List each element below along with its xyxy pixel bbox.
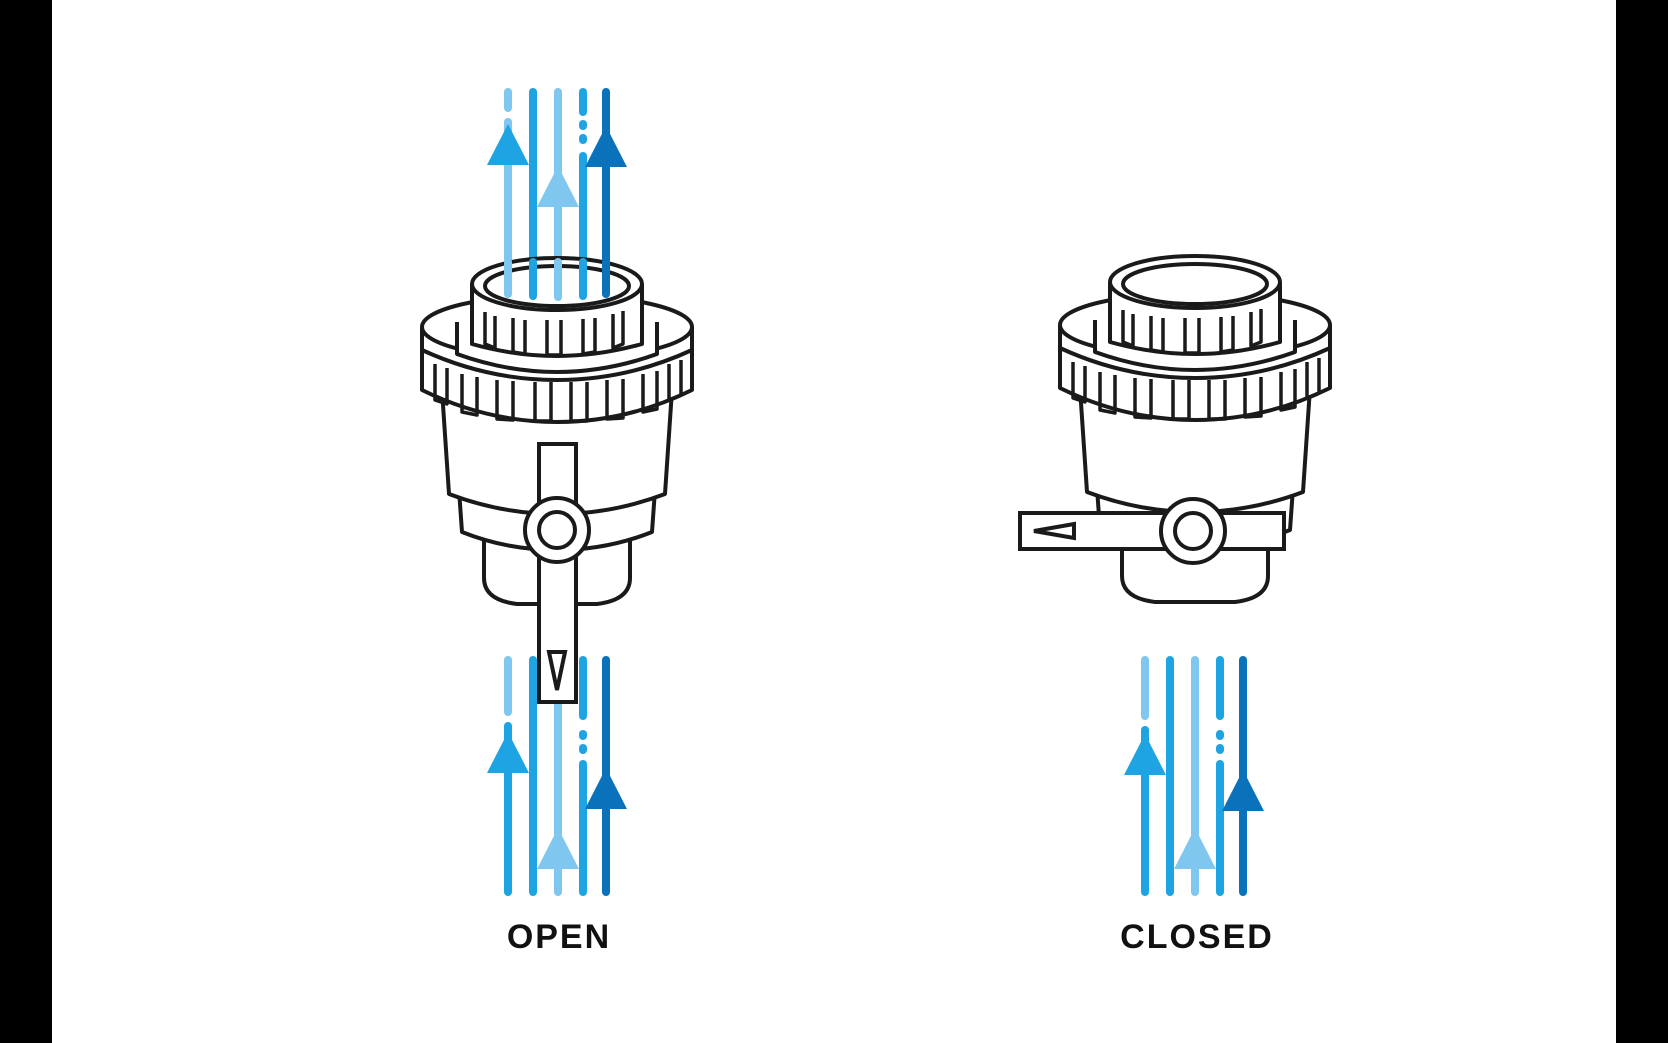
flow-arrow-up [1124, 734, 1166, 775]
flow-arrow-up [585, 768, 627, 809]
flow-arrow-up [537, 166, 579, 207]
closed-valve-handle [1018, 497, 1286, 565]
flow-arrow-up [1222, 770, 1264, 811]
flow-arrow-up [537, 828, 579, 869]
open-flow-through-cap [504, 258, 610, 301]
handle-pointer-arrow [1033, 521, 1076, 541]
flow-arrow-up [487, 732, 529, 773]
closed-valve-group: CLOSED [1018, 254, 1332, 956]
handle-pointer-arrow [546, 650, 568, 691]
open-flow-arrows-below [487, 732, 627, 869]
closed-label: CLOSED [1120, 918, 1274, 956]
closed-flow-arrows-below [1124, 734, 1264, 869]
open-valve-handle [523, 442, 591, 704]
flow-arrow-up [1174, 828, 1216, 869]
open-flow-arrows-above [487, 124, 627, 207]
diagram-background [52, 0, 1616, 1043]
open-label: OPEN [507, 918, 611, 956]
handle-pivot-inner [537, 510, 577, 550]
flow-arrow-up [585, 126, 627, 167]
handle-pivot-inner [1173, 511, 1213, 551]
open-valve-group: OPEN [420, 88, 694, 956]
flow-arrow-up [487, 124, 529, 165]
